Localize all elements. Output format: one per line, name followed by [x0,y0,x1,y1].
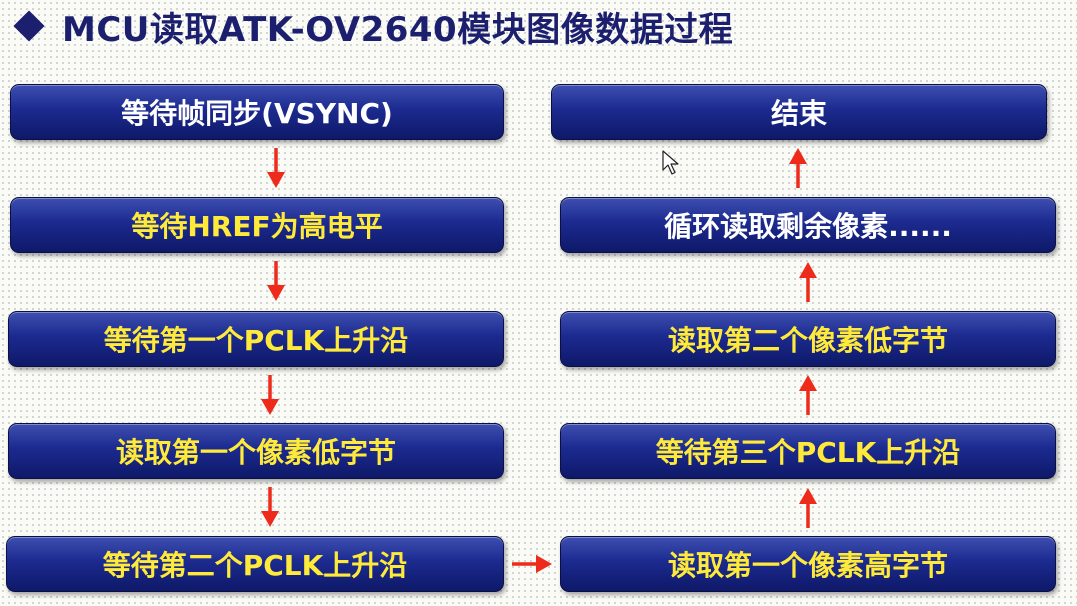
step-read-pixel1-low: 读取第一个像素低字节 [8,423,504,479]
diamond-bullet-icon [13,10,45,42]
step-read-pixel1-high-label: 读取第一个像素高字节 [667,549,948,582]
slide-title-text: MCU读取ATK-OV2640模块图像数据过程 [62,9,734,50]
arrow-up-icon [789,148,807,188]
step-read-pixel1-low-label: 读取第一个像素低字节 [115,436,396,469]
arrow-down-icon [267,148,285,188]
step-read-pixel2-low: 读取第二个像素低字节 [560,311,1056,367]
step-wait-pclk-3-label: 等待第三个PCLK上升沿 [655,436,961,469]
step-wait-href-label: 等待HREF为高电平 [131,210,383,243]
arrow-right-icon [512,555,552,573]
arrow-up-icon [799,375,817,415]
step-end-label: 结束 [770,97,827,130]
step-wait-pclk-1: 等待第一个PCLK上升沿 [8,311,504,367]
step-wait-pclk-1-label: 等待第一个PCLK上升沿 [103,324,409,357]
arrow-up-icon [799,262,817,302]
step-read-pixel2-low-label: 读取第二个像素低字节 [667,324,948,357]
arrow-down-icon [261,375,279,415]
step-wait-vsync: 等待帧同步(VSYNC) [10,84,504,140]
mouse-pointer-icon [662,150,679,175]
step-wait-pclk-3: 等待第三个PCLK上升沿 [560,423,1056,479]
step-end: 结束 [551,84,1047,140]
step-loop-read-remaining: 循环读取剩余像素...... [560,197,1056,253]
arrow-up-icon [799,488,817,528]
slide-title: MCU读取ATK-OV2640模块图像数据过程 [13,4,734,50]
arrow-down-icon [267,261,285,301]
step-loop-read-remaining-label: 循环读取剩余像素...... [664,210,952,243]
step-read-pixel1-high: 读取第一个像素高字节 [560,536,1056,592]
step-wait-href: 等待HREF为高电平 [10,197,504,253]
arrow-down-icon [261,487,279,527]
step-wait-pclk-2-label: 等待第二个PCLK上升沿 [102,549,408,582]
step-wait-pclk-2: 等待第二个PCLK上升沿 [6,536,504,592]
step-wait-vsync-label: 等待帧同步(VSYNC) [121,97,393,130]
